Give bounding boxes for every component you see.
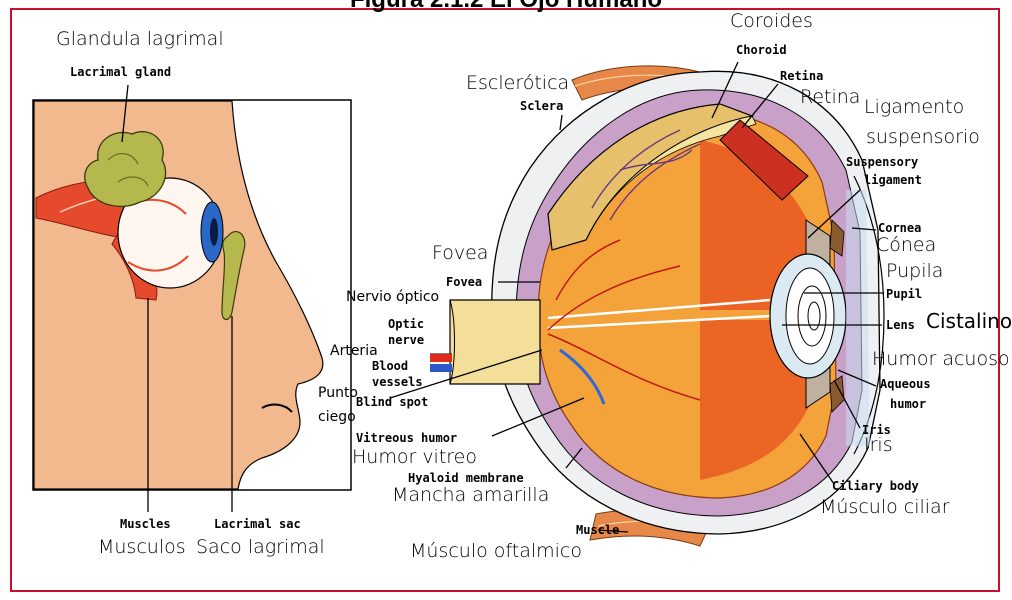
- label-humor-vitreo: Humor vitreo: [352, 448, 477, 467]
- label-saco-lagrimal: Saco lagrimal: [196, 538, 325, 557]
- label-hyaloid-membrane: Hyaloid membrane: [408, 472, 524, 484]
- label-nerve: nerve: [388, 334, 424, 346]
- label-vitreous-humor: Vitreous humor: [356, 432, 457, 444]
- label-conea: Cónea: [876, 236, 936, 255]
- label-nervio-optico: Nervio óptico: [346, 290, 439, 304]
- label-ligament: ligament: [864, 174, 922, 186]
- label-humor-acuoso: Humor acuoso: [872, 350, 1010, 369]
- label-retina-en: Retina: [780, 70, 823, 82]
- label-glandula-lagrimal: Glandula lagrimal: [56, 30, 224, 49]
- label-aqueous: Aqueous: [880, 378, 931, 390]
- label-muscle: Muscle: [576, 524, 619, 536]
- label-iris-es: Iris: [864, 436, 893, 455]
- label-cornea: Cornea: [878, 222, 921, 234]
- label-pupil: Pupil: [886, 288, 922, 300]
- label-cistalino: Cistalino: [926, 311, 1012, 331]
- label-musculo-ciliar: Músculo ciliar: [820, 498, 950, 517]
- label-ligamento: Ligamento: [864, 98, 964, 117]
- label-blind-spot: Blind spot: [356, 396, 428, 408]
- label-fovea-en: Fovea: [446, 276, 482, 288]
- label-humor: humor: [890, 398, 926, 410]
- label-fovea-es: Fovea: [432, 244, 488, 263]
- label-ciliary-body: Ciliary body: [832, 480, 919, 492]
- label-muscles: Muscles: [120, 518, 171, 530]
- label-musculo-oftalmico: Músculo oftalmico: [410, 542, 582, 561]
- label-retina-es: Retina: [800, 88, 860, 107]
- label-punto: Punto: [318, 386, 358, 400]
- label-ciego: ciego: [318, 410, 356, 424]
- label-lacrimal-sac: Lacrimal sac: [214, 518, 301, 530]
- label-blood: Blood: [372, 360, 408, 372]
- label-coroides: Coroides: [730, 12, 813, 31]
- label-suspensorio: suspensorio: [866, 128, 980, 147]
- label-vessels: vessels: [372, 376, 423, 388]
- label-arteria: Arteria: [330, 344, 378, 358]
- label-suspensory: Suspensory: [846, 156, 918, 168]
- label-mancha-amarilla: Mancha amarilla: [392, 486, 549, 505]
- label-esclerotica: Esclerótica: [466, 74, 569, 93]
- label-musculos: Musculos: [98, 538, 186, 557]
- label-choroid: Choroid: [736, 44, 787, 56]
- label-lacrimal-gland: Lacrimal gland: [70, 66, 171, 78]
- label-pupila: Pupila: [886, 262, 943, 281]
- head-profile-illustration: [33, 100, 351, 490]
- label-optic: Optic: [388, 318, 424, 330]
- label-sclera: Sclera: [520, 100, 563, 112]
- label-lens: Lens: [886, 319, 915, 331]
